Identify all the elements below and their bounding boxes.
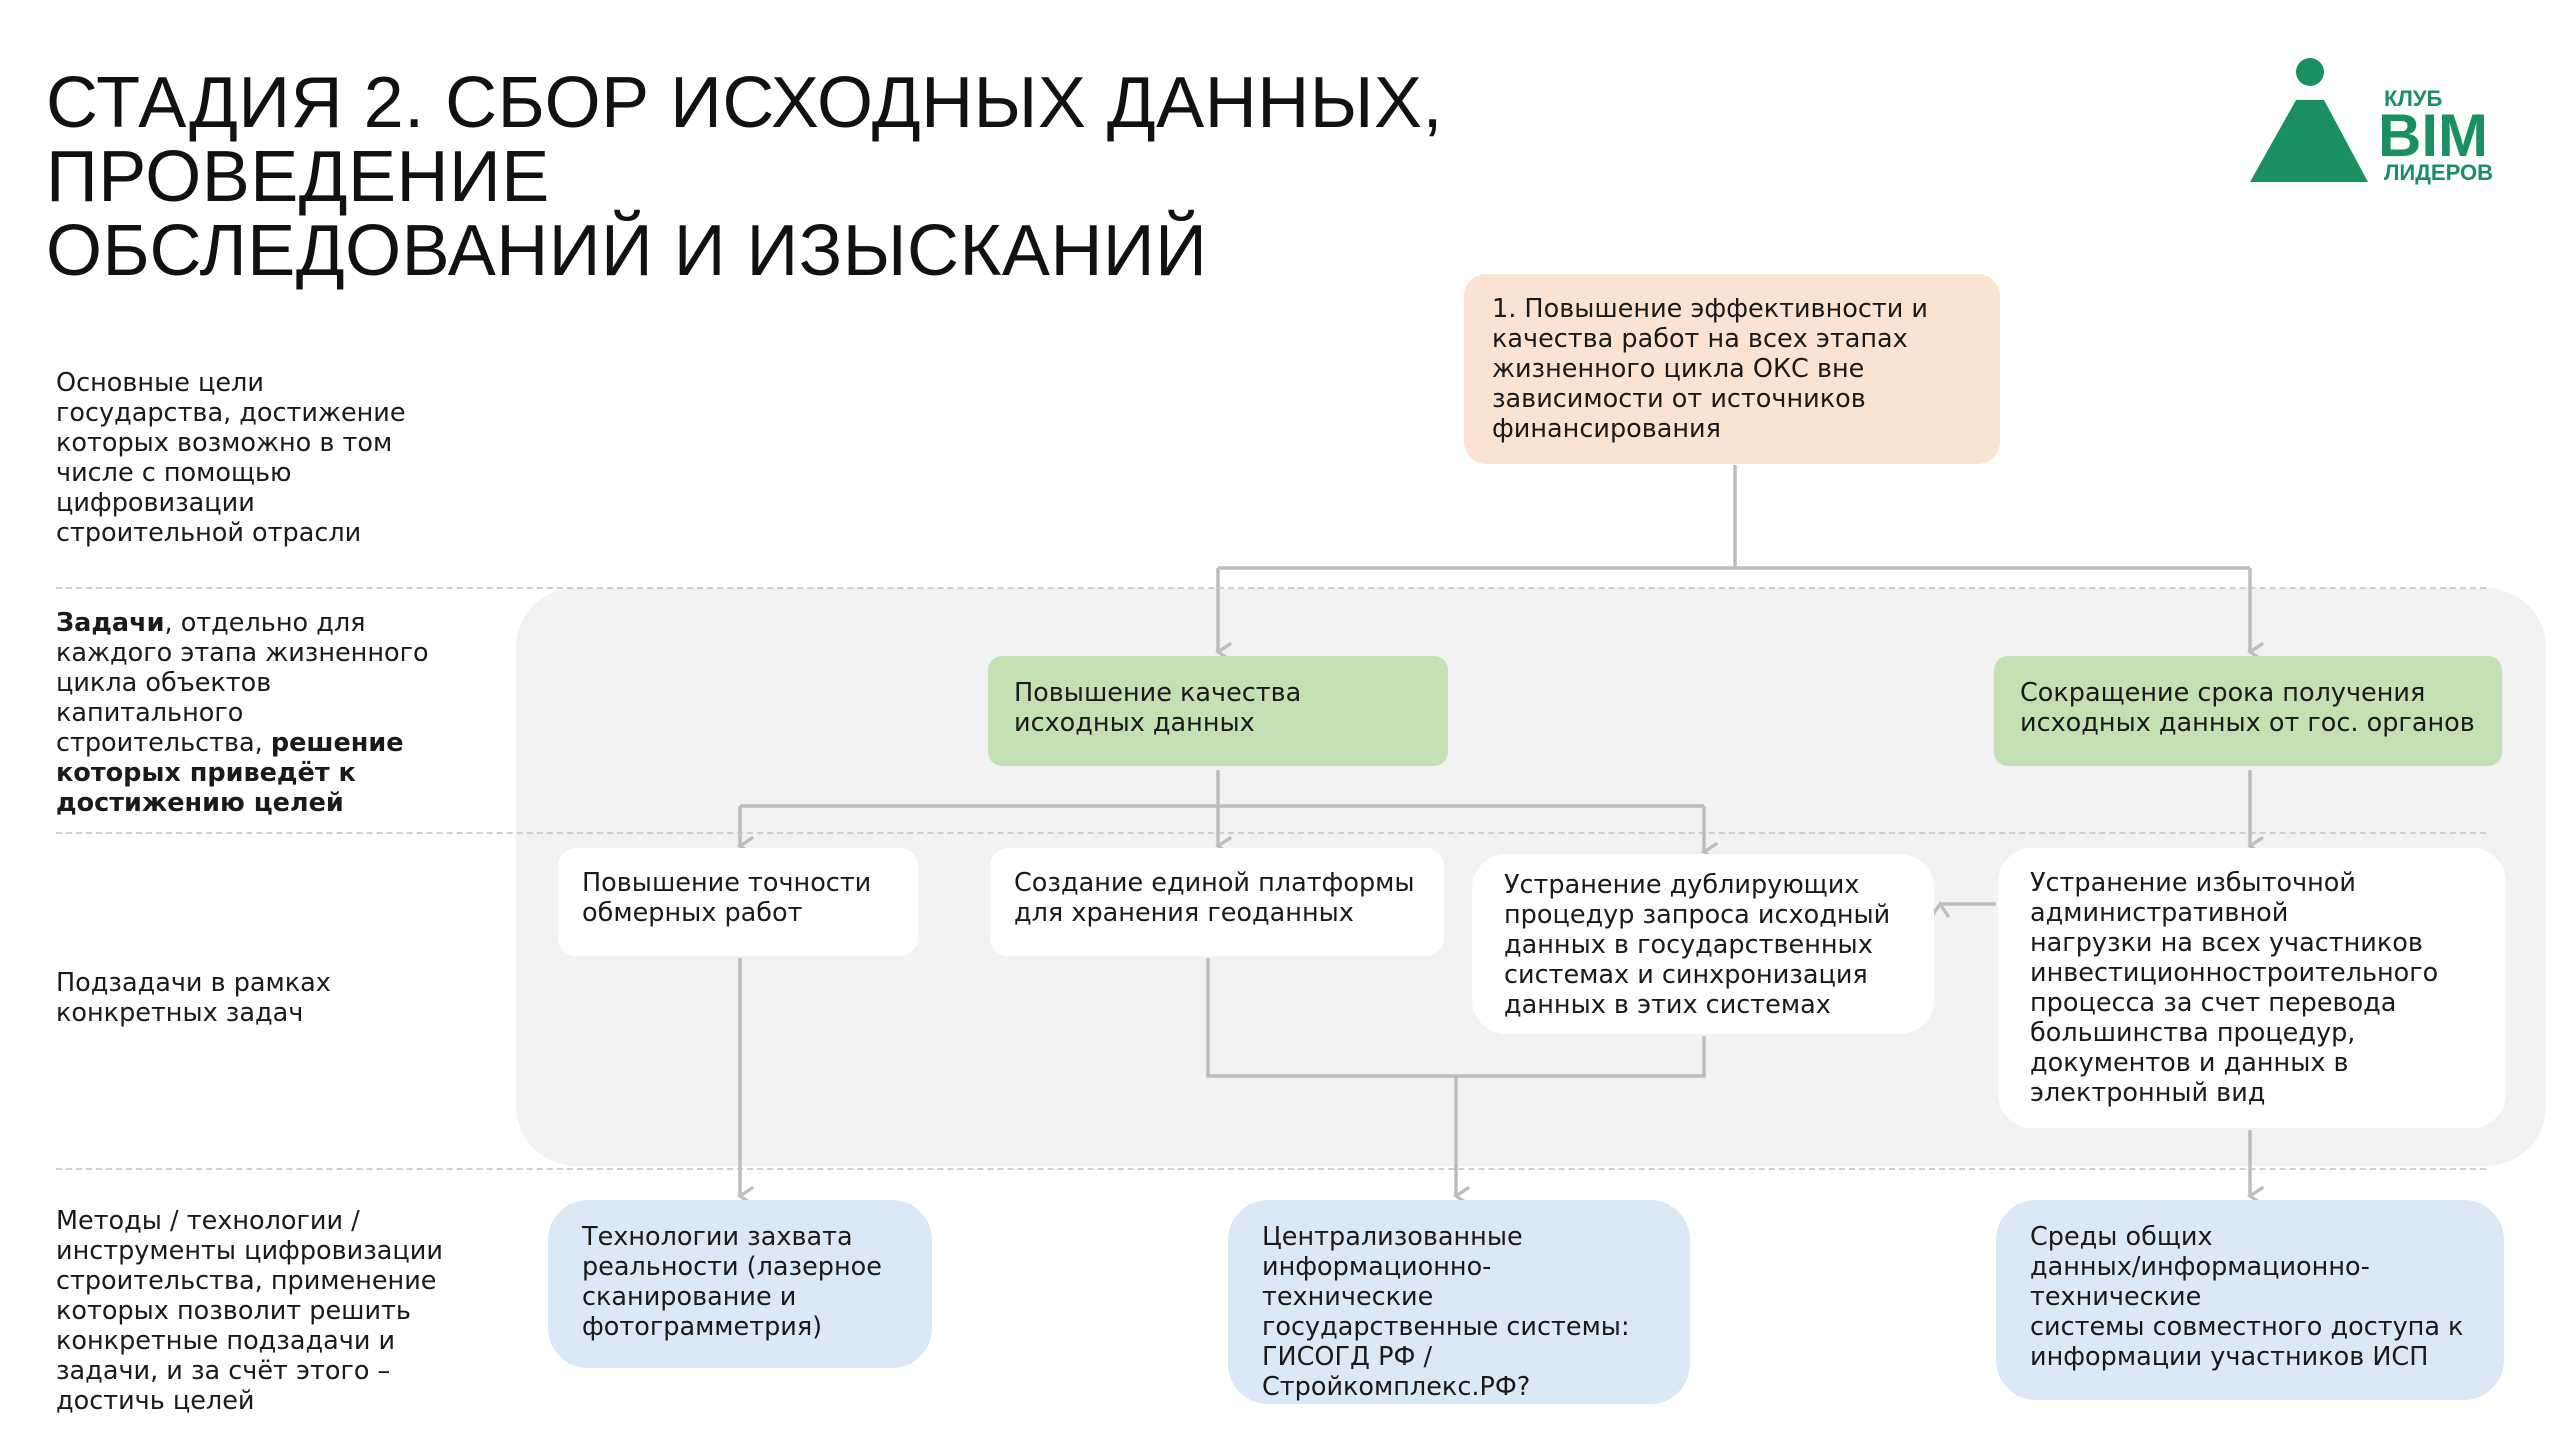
subtask-platform-line: Создание единой платформы — [1014, 868, 1415, 898]
logo-text-bottom: ЛИДЕРОВ — [2384, 160, 2493, 185]
task-quality-box: Повышение качества исходных данных — [988, 656, 1448, 766]
subtask-dedupe-line: системах и синхронизация — [1504, 960, 1868, 990]
page-title: СТАДИЯ 2. СБОР ИСХОДНЫХ ДАННЫХ, ПРОВЕДЕН… — [46, 66, 1946, 288]
row-label-goals-line: строительной отрасли — [56, 518, 362, 548]
row-label-methods-line: Методы / технологии / — [56, 1206, 360, 1236]
row-label-tasks-line: цикла объектов — [56, 668, 272, 698]
method-reality-line: фотограмметрия) — [582, 1312, 823, 1342]
subtask-burden-line: Устранение избыточной — [2030, 868, 2356, 898]
subtask-dedupe-line: процедур запроса исходный — [1504, 900, 1891, 930]
row-label-goals-line: государства, достижение — [56, 398, 406, 428]
row-label-tasks-line: строительства, решение — [56, 728, 429, 758]
subtask-burden-line: большинства процедур, — [2030, 1018, 2356, 1048]
row-label-methods-line: задачи, и за счёт этого – — [56, 1356, 391, 1386]
method-gis-line: ГИСОГД РФ / — [1262, 1342, 1433, 1372]
subtask-burden-line: электронный вид — [2030, 1078, 2266, 1108]
row-divider-2 — [56, 832, 2486, 834]
row-label-tasks-bold: достижению целей — [56, 788, 344, 818]
method-gis-line: Стройкомплекс.РФ? — [1262, 1372, 1531, 1402]
row-label-tasks-bold: решение — [270, 728, 404, 758]
row-label-tasks-bold: которых приведёт к — [56, 758, 356, 788]
subtask-dedupe-line: данных в государственных — [1504, 930, 1873, 960]
row-label-subtasks-line: Подзадачи в рамках — [56, 968, 331, 998]
method-reality-line: реальности (лазерное — [582, 1252, 882, 1282]
subtask-burden-line: нагрузки на всех участников — [2030, 928, 2423, 958]
method-gis-box: Централизованные информационно-техническ… — [1228, 1200, 1690, 1404]
subtask-platform-line: для хранения геоданных — [1014, 898, 1354, 928]
row-label-goals-line: которых возможно в том — [56, 428, 393, 458]
row-divider-3 — [56, 1168, 2486, 1170]
subtask-accuracy-line: обмерных работ — [582, 898, 803, 928]
logo-text-main: BIM — [2378, 102, 2488, 169]
row-label-methods: Методы / технологии / инструменты цифров… — [56, 1206, 443, 1416]
subtask-platform-box: Создание единой платформы для хранения г… — [990, 848, 1444, 956]
row-label-methods-line: которых позволит решить — [56, 1296, 411, 1326]
task-speed-box: Сокращение срока получения исходных данн… — [1994, 656, 2502, 766]
row-label-goals: Основные цели государства, достижение ко… — [56, 368, 406, 548]
subtask-burden-line: административной — [2030, 898, 2289, 928]
row-label-subtasks: Подзадачи в рамках конкретных задач — [56, 968, 331, 1028]
row-divider-1 — [56, 587, 2486, 589]
row-label-tasks-line: каждого этапа жизненного — [56, 638, 429, 668]
page-title-line-2: ОБСЛЕДОВАНИЙ И ИЗЫСКАНИЙ — [46, 211, 1208, 291]
subtask-burden-line: процесса за счет перевода — [2030, 988, 2397, 1018]
subtask-dedupe-line: Устранение дублирующих — [1504, 870, 1860, 900]
row-label-methods-line: конкретные подзадачи и — [56, 1326, 396, 1356]
logo-head-icon — [2296, 58, 2324, 86]
row-label-goals-line: числе с помощью — [56, 458, 292, 488]
goal-text-line: качества работ на всех этапах — [1492, 324, 1908, 354]
subtask-dedupe-line: данных в этих системах — [1504, 990, 1831, 1020]
row-label-tasks-line: Задачи, отдельно для — [56, 608, 429, 638]
method-cde-line: данных/информационно- — [2030, 1252, 2370, 1282]
method-gis-line: Централизованные — [1262, 1222, 1523, 1252]
method-reality-line: сканирование и — [582, 1282, 797, 1312]
method-gis-line: государственные системы: — [1262, 1312, 1630, 1342]
row-label-methods-line: строительства, применение — [56, 1266, 437, 1296]
method-cde-line: системы совместного доступа к — [2030, 1312, 2464, 1342]
method-cde-box: Среды общих данных/информационно- технич… — [1996, 1200, 2504, 1400]
row-label-methods-line: достичь целей — [56, 1386, 255, 1416]
task-speed-line: исходных данных от гос. органов — [2020, 708, 2475, 738]
goal-text-line: зависимости от источников — [1492, 384, 1866, 414]
subtask-burden-box: Устранение избыточной административной н… — [1998, 848, 2506, 1128]
subtask-dedupe-box: Устранение дублирующих процедур запроса … — [1472, 854, 1934, 1034]
method-gis-line: информационно-технические — [1262, 1252, 1492, 1312]
method-cde-line: Среды общих — [2030, 1222, 2213, 1252]
page-title-line-1: СТАДИЯ 2. СБОР ИСХОДНЫХ ДАННЫХ, ПРОВЕДЕН… — [46, 63, 1443, 217]
goal-text-line: финансирования — [1492, 414, 1721, 444]
row-label-tasks-text: строительства, — [56, 728, 271, 758]
row-label-tasks-text: , отдельно для — [164, 608, 366, 638]
subtask-burden-line: инвестиционностроительного — [2030, 958, 2439, 988]
goal-text-line: жизненного цикла ОКС вне — [1492, 354, 1865, 384]
row-label-goals-line: цифровизации — [56, 488, 255, 518]
row-label-methods-line: инструменты цифровизации — [56, 1236, 443, 1266]
row-label-subtasks-line: конкретных задач — [56, 998, 304, 1028]
subtask-accuracy-line: Повышение точности — [582, 868, 872, 898]
task-quality-line: Повышение качества — [1014, 678, 1302, 708]
subtask-burden-line: документов и данных в — [2030, 1048, 2349, 1078]
goal-text-line: 1. Повышение эффективности и — [1492, 294, 1928, 324]
method-reality-box: Технологии захвата реальности (лазерное … — [548, 1200, 932, 1368]
logo-mountain-icon — [2250, 100, 2368, 182]
goal-box: 1. Повышение эффективности и качества ра… — [1464, 274, 2000, 464]
row-label-tasks: Задачи, отдельно для каждого этапа жизне… — [56, 608, 429, 818]
row-label-tasks-line: капитального — [56, 698, 244, 728]
task-speed-line: Сокращение срока получения — [2020, 678, 2426, 708]
row-label-tasks-bold: Задачи — [56, 608, 165, 638]
subtask-accuracy-box: Повышение точности обмерных работ — [558, 848, 918, 956]
row-label-goals-line: Основные цели — [56, 368, 264, 398]
method-cde-line: технические — [2030, 1282, 2202, 1312]
logo-text-top: КЛУБ — [2384, 86, 2443, 111]
method-reality-line: Технологии захвата — [582, 1222, 853, 1252]
task-quality-line: исходных данных — [1014, 708, 1255, 738]
bim-club-logo: КЛУБ BIM ЛИДЕРОВ — [2250, 58, 2493, 185]
method-cde-line: информации участников ИСП — [2030, 1342, 2429, 1372]
